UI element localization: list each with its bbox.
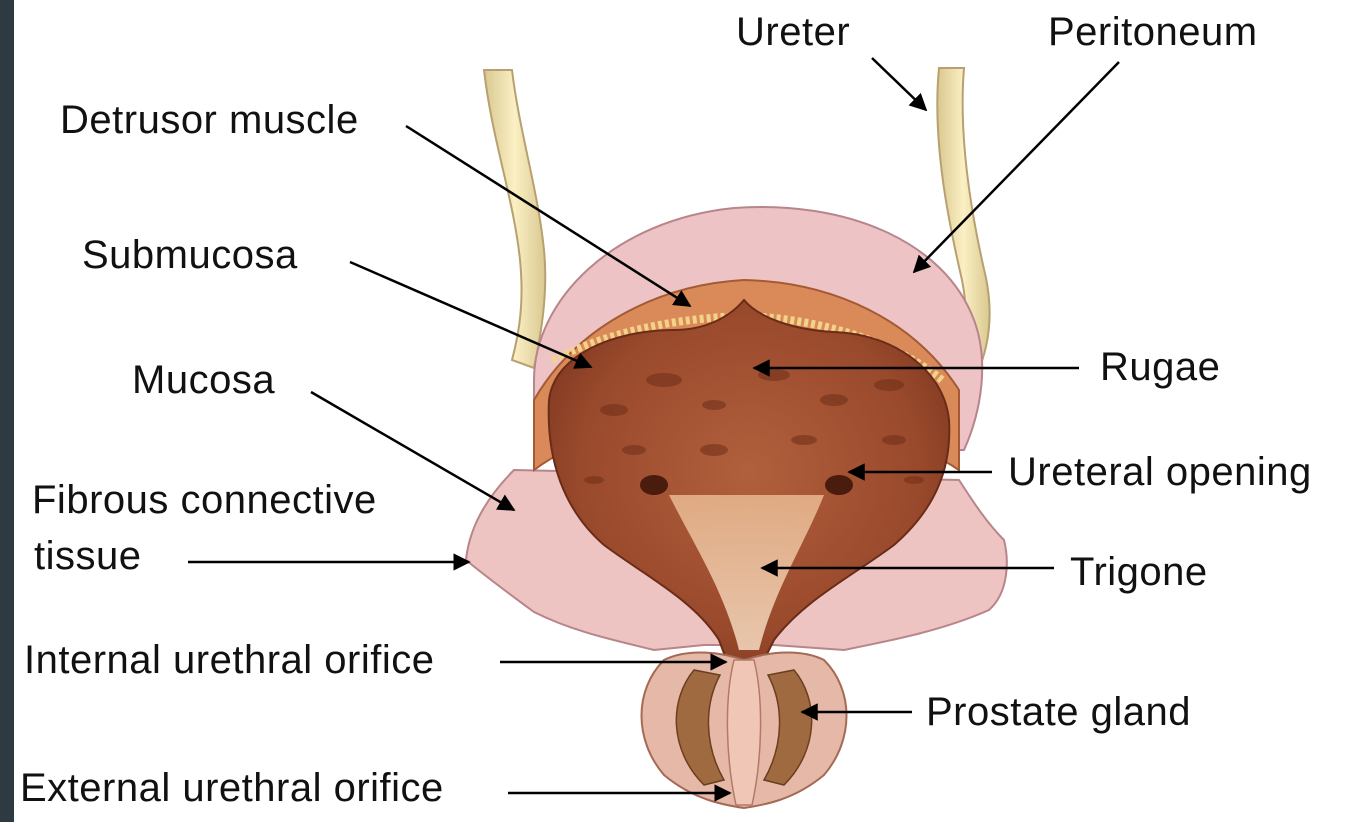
label-trigone: Trigone [1070, 550, 1208, 594]
label-mucosa: Mucosa [132, 358, 275, 402]
detrusor-muscle-leader [406, 126, 690, 306]
label-fibrous-connective-tissue-line2: tissue [34, 534, 142, 578]
label-external-urethral-orifice: External urethral orifice [20, 766, 444, 810]
label-submucosa: Submucosa [82, 233, 298, 277]
urethra [727, 660, 760, 805]
diagram-canvas: Ureter Peritoneum Detrusor muscle Submuc… [14, 0, 1349, 822]
label-peritoneum: Peritoneum [1048, 10, 1258, 54]
label-ureter: Ureter [736, 10, 850, 54]
right-ureteral-opening [825, 475, 853, 495]
label-internal-urethral-orifice: Internal urethral orifice [24, 638, 434, 682]
label-prostate-gland: Prostate gland [926, 690, 1191, 734]
label-fibrous-connective-tissue-line1: Fibrous connective [32, 478, 377, 522]
label-ureteral-opening: Ureteral opening [1008, 450, 1312, 494]
left-ureteral-opening [640, 475, 668, 495]
ureter-leader [872, 58, 926, 110]
label-detrusor-muscle: Detrusor muscle [60, 98, 359, 142]
label-rugae: Rugae [1100, 345, 1220, 389]
